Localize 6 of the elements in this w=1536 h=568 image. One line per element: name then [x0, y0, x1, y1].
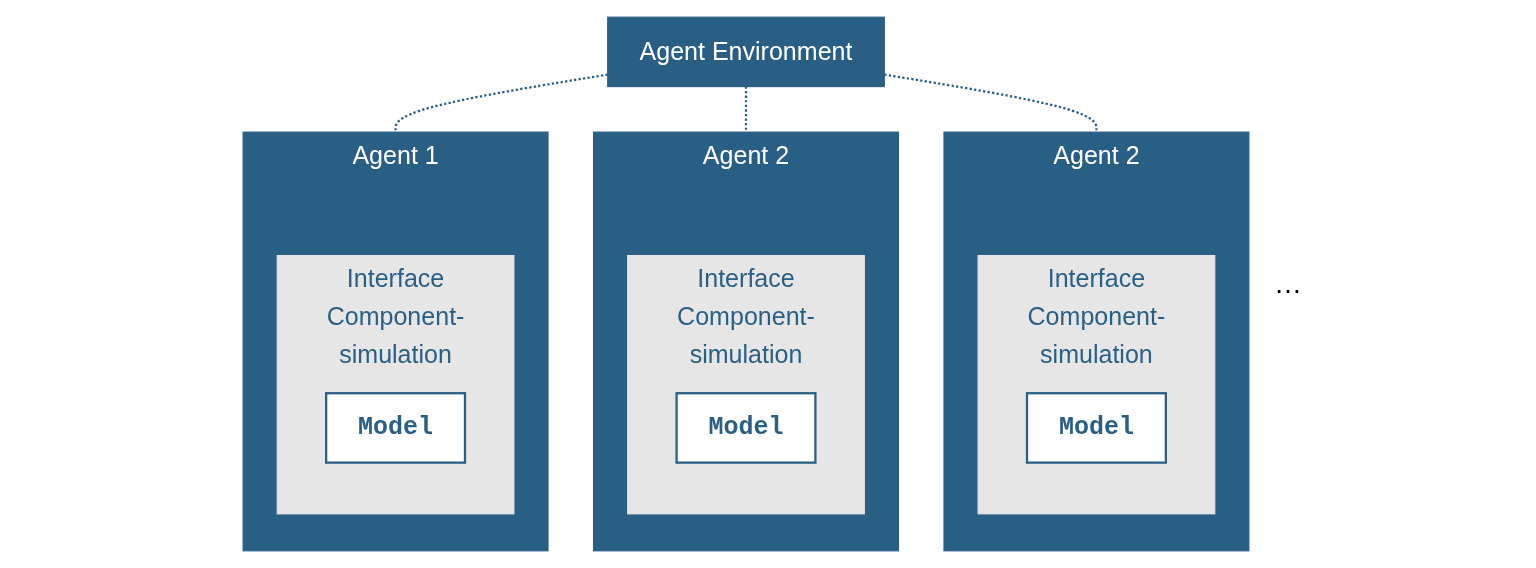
node-box: Model: [675, 392, 817, 464]
node-box: Model: [325, 392, 467, 464]
connector: [744, 86, 748, 133]
node-box: Agent Environment: [607, 16, 885, 88]
node-box: Model: [1025, 392, 1167, 464]
ellipsis-text: …: [1274, 268, 1302, 299]
